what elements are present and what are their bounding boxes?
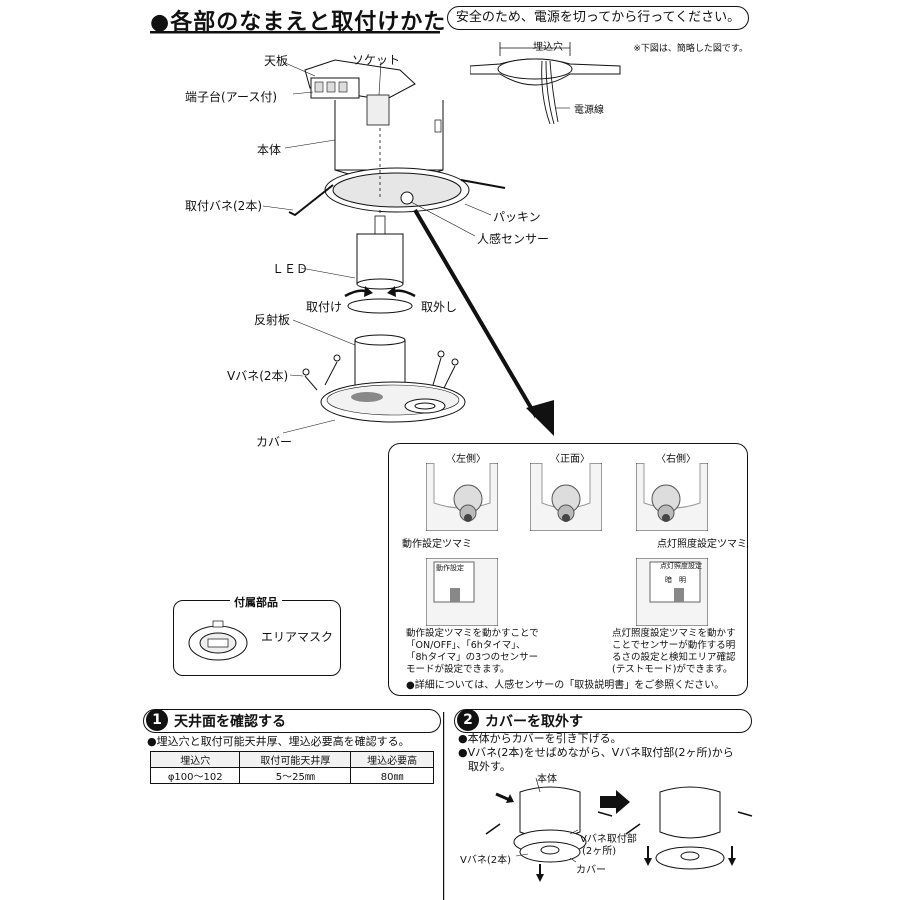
op-setting-closeup-photo (426, 558, 498, 626)
label-detach: 取外し (421, 300, 458, 314)
hole-label: 埋込穴 (533, 42, 563, 53)
sensor-right-view-photo (636, 463, 708, 531)
step2-instruction-1: ●本体からカバーを引き下げる。 (458, 732, 622, 745)
step2-title: カバーを取外す (485, 714, 583, 730)
step2-number: 2 (457, 709, 479, 731)
label-mount-spring: 取付バネ(2本) (185, 199, 262, 213)
op-knob-label: 動作設定ツマミ (402, 539, 472, 550)
sensor-detail-panel (388, 443, 748, 696)
label-cover: カバー (256, 435, 293, 449)
area-mask-image (188, 620, 248, 661)
view-right-label: 〈右側〉 (656, 454, 696, 465)
area-mask-label: エリアマスク (261, 630, 334, 644)
step2-instruction-2: ●Vバネ(2本)をせばめながら、Vバネ取付部(2ヶ所)から (458, 746, 734, 759)
step2-label-vmount-count: (2ヶ所) (582, 846, 617, 857)
spec-header-height: 埋込必要高 (350, 751, 434, 768)
step2-label-body: 本体 (537, 774, 557, 785)
step2-label-vmount: Vバネ取付部 (580, 834, 637, 845)
cover-removal-diagram (485, 777, 753, 882)
lux-panel-label: 点灯照度設定 (660, 562, 702, 570)
page-title: ●各部のなまえと取付けかた (150, 10, 447, 35)
label-body: 本体 (257, 143, 282, 157)
spec-value-row: φ100〜102 5〜25㎜ 80㎜ (149, 767, 434, 784)
spec-value-height: 80㎜ (350, 767, 434, 784)
simplified-note: ※下図は、簡略した図です。 (633, 44, 748, 54)
label-motion-sensor: 人感センサー (477, 232, 550, 246)
view-front-label: 〈正面〉 (550, 454, 590, 465)
step2-header (454, 709, 752, 733)
lux-scale-label: 暗 明 (665, 576, 686, 584)
view-left-label: 〈左側〉 (446, 454, 486, 465)
op-description: 動作設定ツマミを動かすことで「ON/OFF」、「6hタイマ」、「8hタイマ」の3… (406, 628, 539, 675)
spec-header-hole: 埋込穴 (149, 751, 241, 768)
step2-instruction-3: 取外す。 (468, 760, 511, 773)
step1-number: 1 (146, 709, 168, 731)
label-packing: パッキン (493, 210, 541, 224)
step1-header (143, 709, 441, 733)
pointer-arrowhead-icon (526, 400, 554, 436)
spec-value-thickness: 5〜25㎜ (239, 767, 352, 784)
step1-title: 天井面を確認する (174, 714, 286, 730)
label-terminal-block: 端子台(アース付) (185, 90, 278, 104)
exploded-view-diagram (262, 59, 535, 434)
lux-setting-closeup-photo (636, 558, 708, 626)
sensor-left-view-photo (426, 463, 498, 531)
section-divider (443, 712, 445, 900)
spec-value-hole: φ100〜102 (149, 767, 241, 784)
lux-knob-label: 点灯照度設定ツマミ (657, 539, 747, 550)
ceiling-spec-table: 埋込穴 取付可能天井厚 埋込必要高 φ100〜102 5〜25㎜ 80㎜ (149, 751, 434, 784)
label-socket: ソケット (352, 53, 401, 67)
step2-label-vspring: Vバネ(2本) (460, 855, 512, 866)
detail-note: ●詳細については、人感センサーの「取扱説明書」をご参照ください。 (406, 680, 725, 691)
step2-label-cover: カバー (576, 865, 606, 876)
title-underline (150, 31, 440, 34)
spec-header-thickness: 取付可能天井厚 (239, 751, 352, 768)
label-top-plate: 天板 (264, 54, 289, 68)
label-reflector: 反射板 (254, 313, 291, 327)
op-panel-label: 動作設定 (436, 564, 464, 572)
label-led: ＬＥＤ (272, 262, 309, 276)
step1-instruction: ●埋込穴と取付可能天井厚、埋込必要高を確認する。 (147, 735, 410, 748)
label-v-spring: Vバネ(2本) (227, 369, 289, 383)
safety-notice: 安全のため、電源を切ってから行ってください。 (447, 6, 749, 30)
lux-description: 点灯照度設定ツマミを動かすことでセンサーが動作する明るさの設定と検知エリア確認(… (612, 628, 736, 675)
spec-header-row: 埋込穴 取付可能天井厚 埋込必要高 (149, 751, 434, 768)
cable-label: 電源線 (574, 105, 604, 116)
label-attach: 取付け (306, 300, 343, 314)
ceiling-hole-diagram (470, 42, 621, 125)
sensor-front-view-photo (530, 463, 602, 531)
accessories-title: 付属部品 (230, 594, 282, 610)
